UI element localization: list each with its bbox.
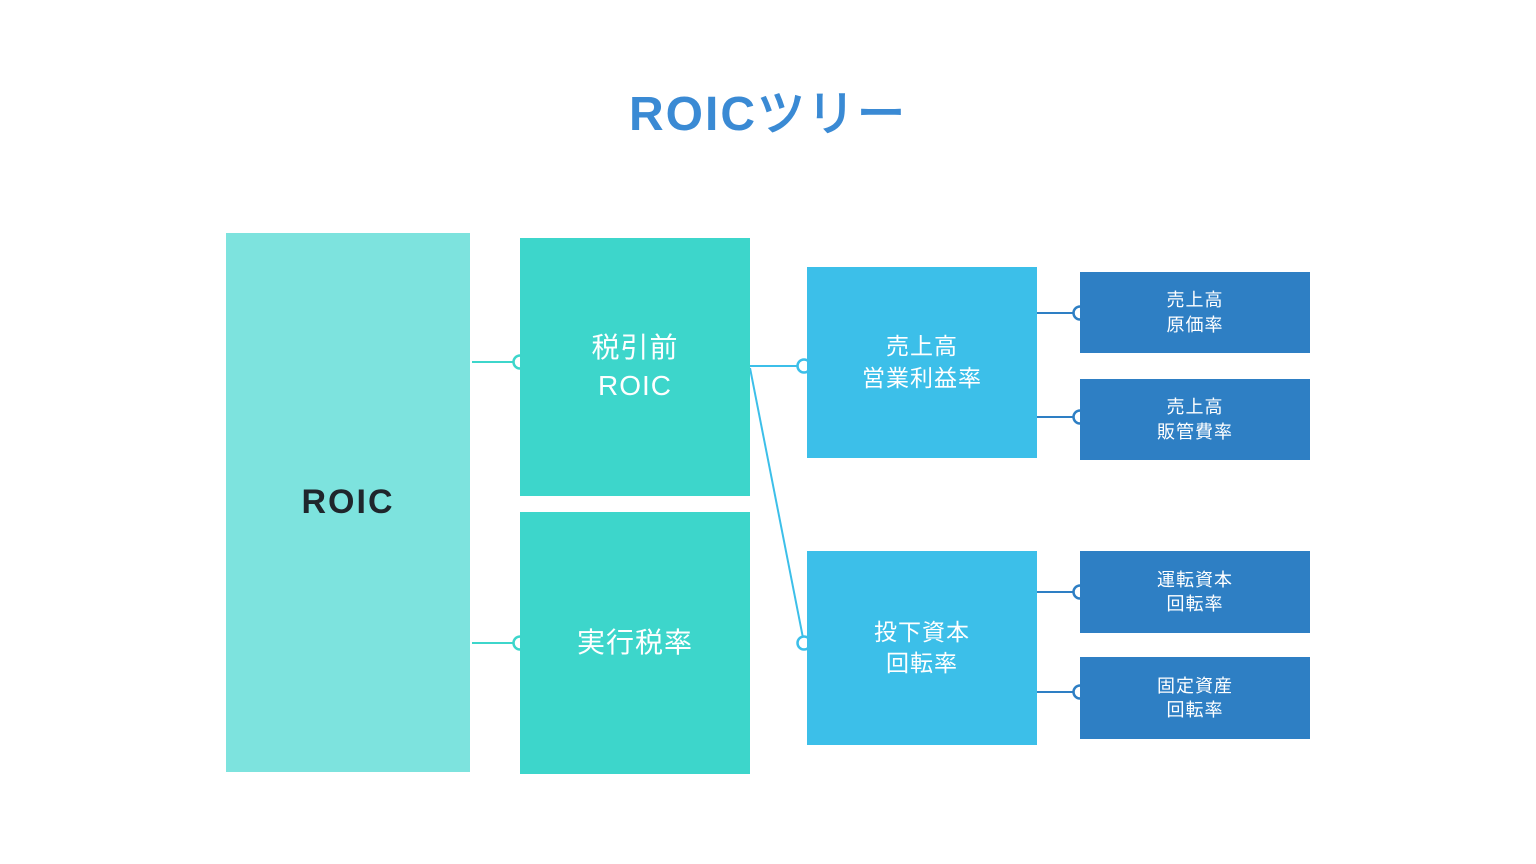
node-operating-margin-label: 売上高 営業利益率 (862, 333, 982, 391)
node-sga-ratio-label: 売上高 販管費率 (1157, 397, 1233, 442)
node-pretax-roic: 税引前 ROIC (520, 238, 750, 496)
node-roic: ROIC (226, 233, 470, 772)
node-roic-label: ROIC (301, 482, 395, 521)
node-cogs-ratio-label: 売上高 原価率 (1166, 290, 1224, 335)
node-effective-tax-rate-label: 実行税率 (576, 627, 693, 659)
node-operating-margin: 売上高 営業利益率 (807, 267, 1037, 458)
node-fixed-asset-turnover: 固定資産 回転率 (1080, 657, 1310, 739)
node-pretax-roic-label: 税引前 ROIC (591, 332, 679, 401)
edge-pretax-roic-to-invested-capital-turnover (749, 367, 805, 644)
node-sga-ratio: 売上高 販管費率 (1080, 379, 1310, 460)
node-effective-tax-rate: 実行税率 (520, 512, 750, 774)
node-cogs-ratio: 売上高 原価率 (1080, 272, 1310, 353)
node-fixed-asset-turnover-label: 固定資産 回転率 (1157, 675, 1233, 720)
page-title: ROICツリー (628, 88, 907, 141)
node-working-capital-turnover: 運転資本 回転率 (1080, 551, 1310, 633)
node-invested-capital-turnover: 投下資本 回転率 (807, 551, 1037, 745)
node-invested-capital-turnover-label: 投下資本 回転率 (874, 618, 970, 676)
node-working-capital-turnover-label: 運転資本 回転率 (1157, 569, 1233, 614)
